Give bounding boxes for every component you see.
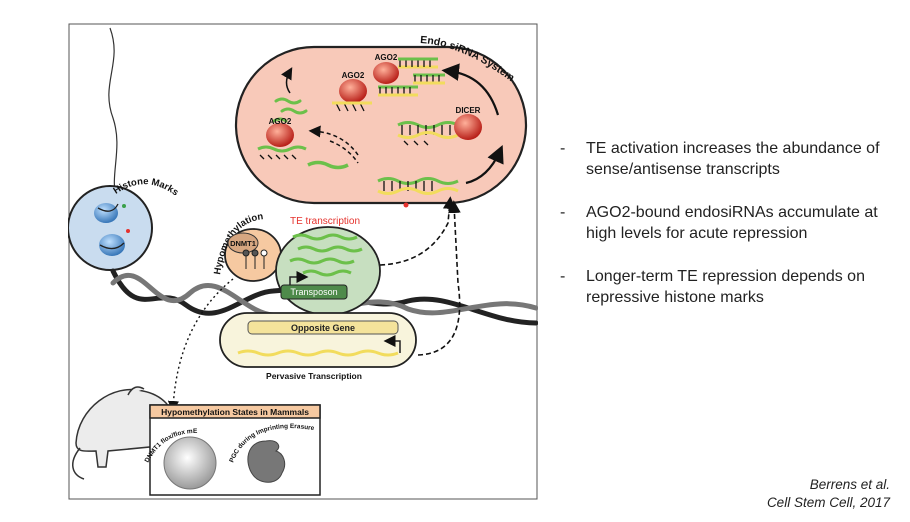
ago2-protein-1: AGO2 — [257, 117, 307, 160]
ago2-protein-2: AGO2 — [332, 71, 372, 112]
bullet-dash: - — [560, 268, 566, 285]
antisense-transcript — [237, 349, 399, 357]
ago2-label-2: AGO2 — [342, 71, 365, 80]
opposite-gene-bar — [247, 320, 399, 335]
bullet-list: - TE activation increases the abundance … — [560, 138, 905, 330]
bullet-text: TE activation increases the abundance of… — [586, 140, 880, 178]
states-box-header — [149, 404, 321, 419]
ago2-label-1: AGO2 — [269, 117, 292, 126]
bullet-te-activation: - TE activation increases the abundance … — [560, 138, 905, 180]
mesc-cell — [163, 436, 217, 490]
citation: Berrens et al. Cell Stem Cell, 2017 — [767, 476, 890, 512]
methyl-lollipops — [242, 249, 268, 269]
transposon-label: Transposon — [290, 287, 337, 297]
pervasive-transcription-label: Pervasive Transcription — [266, 371, 362, 381]
arrow-pervasive-to-system — [417, 200, 461, 356]
figure-svg: Endo siRNA System AGO2 AGO2 AGO2 — [68, 23, 538, 500]
citation-authors: Berrens et al. — [809, 477, 890, 492]
bullet-text: AGO2-bound endosiRNAs accumulate at high… — [586, 204, 878, 242]
arrow-dicer-to-duplexes — [441, 63, 500, 116]
pgc-embryo — [247, 440, 286, 483]
dicer-label: DICER — [456, 106, 481, 115]
arrow-to-fragments — [281, 67, 293, 94]
sirna-fragments — [272, 97, 308, 123]
sense-transcript — [307, 160, 349, 170]
nucleosome-1 — [94, 203, 118, 223]
sirna-duplexes — [378, 57, 445, 97]
bullet-dash: - — [560, 204, 566, 221]
marker-dot — [403, 202, 409, 208]
ago2-label-3: AGO2 — [375, 53, 398, 62]
dicer-complex: DICER — [397, 106, 482, 146]
states-box-title: Hypomethylation States in Mammals — [161, 407, 309, 417]
transposon-bar — [280, 284, 348, 300]
te-transcription-label: TE transcription — [290, 216, 360, 227]
arrow-dsrna-to-dicer — [465, 144, 504, 185]
mechanism-figure: Endo siRNA System AGO2 AGO2 AGO2 — [68, 23, 538, 500]
bullet-text: Longer-term TE repression depends on rep… — [586, 268, 865, 306]
arrow-hypomethylation-to-states — [167, 278, 234, 413]
bullet-ago2-endosirnas: - AGO2-bound endosiRNAs accumulate at hi… — [560, 202, 905, 244]
te-transcription-bubble — [275, 226, 381, 316]
nucleosome-2 — [99, 234, 125, 256]
dashed-loop — [329, 140, 359, 164]
histone-marks-circle — [68, 185, 153, 271]
dnmt1-label: DNMT1 — [230, 239, 256, 248]
dsrna-bottom — [377, 177, 459, 195]
opposite-gene-label: Opposite Gene — [291, 323, 355, 333]
arrow-te-to-system — [379, 196, 456, 266]
bullet-dash: - — [560, 140, 566, 157]
ago2-protein-3: AGO2 — [373, 53, 399, 84]
bullet-histone-repression: - Longer-term TE repression depends on r… — [560, 266, 905, 308]
chromatin-fiber — [108, 27, 118, 199]
te-transcripts — [289, 233, 363, 277]
citation-journal: Cell Stem Cell, 2017 — [766, 495, 890, 510]
